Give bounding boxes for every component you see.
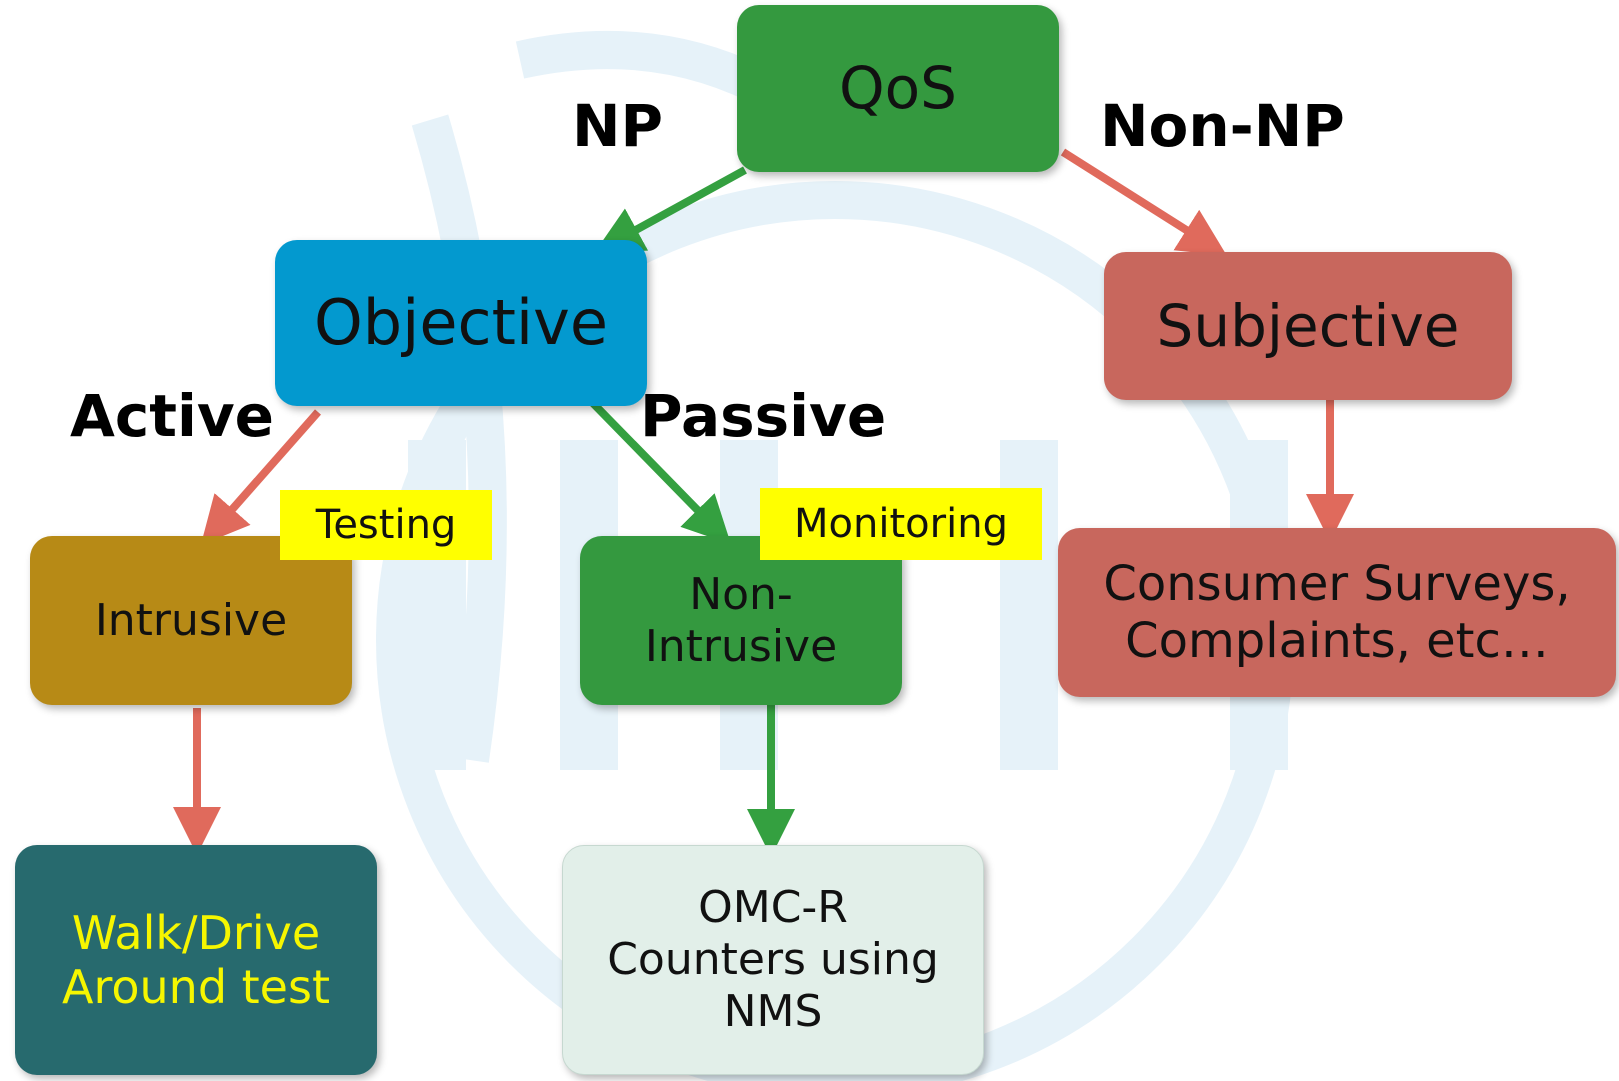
tag-monitoring-label: Monitoring bbox=[794, 501, 1008, 547]
node-qos-label: QoS bbox=[839, 54, 957, 123]
node-consumer-surveys: Consumer Surveys, Complaints, etc… bbox=[1058, 528, 1616, 697]
arrow-objective-to-nonintrusive bbox=[582, 392, 731, 545]
arrow-objective-to-intrusive bbox=[200, 409, 322, 546]
node-intrusive-label: Intrusive bbox=[94, 594, 288, 646]
tag-monitoring: Monitoring bbox=[760, 488, 1042, 560]
node-omc-r-counters-label: OMC-R Counters using NMS bbox=[607, 882, 939, 1037]
edge-label-np: NP bbox=[572, 92, 664, 160]
node-intrusive: Intrusive bbox=[30, 536, 352, 705]
arrow-qos-to-objective bbox=[594, 166, 747, 253]
node-objective-label: Objective bbox=[314, 286, 608, 360]
tag-testing-label: Testing bbox=[315, 502, 457, 548]
edge-label-passive: Passive bbox=[640, 382, 887, 450]
node-qos: QoS bbox=[737, 5, 1059, 172]
node-subjective-label: Subjective bbox=[1156, 291, 1460, 360]
node-consumer-surveys-label: Consumer Surveys, Complaints, etc… bbox=[1103, 555, 1571, 669]
node-non-intrusive: Non- Intrusive bbox=[580, 536, 902, 705]
node-subjective: Subjective bbox=[1104, 252, 1512, 400]
node-omc-r-counters: OMC-R Counters using NMS bbox=[562, 845, 984, 1075]
node-walk-drive-test: Walk/Drive Around test bbox=[15, 845, 377, 1075]
edge-label-active: Active bbox=[70, 382, 275, 450]
node-walk-drive-test-label: Walk/Drive Around test bbox=[62, 905, 330, 1014]
node-non-intrusive-label: Non- Intrusive bbox=[644, 568, 838, 672]
tag-testing: Testing bbox=[280, 490, 492, 560]
node-objective: Objective bbox=[275, 240, 647, 406]
arrow-qos-to-subjective bbox=[1060, 148, 1227, 256]
edge-label-non-np: Non-NP bbox=[1100, 92, 1345, 160]
